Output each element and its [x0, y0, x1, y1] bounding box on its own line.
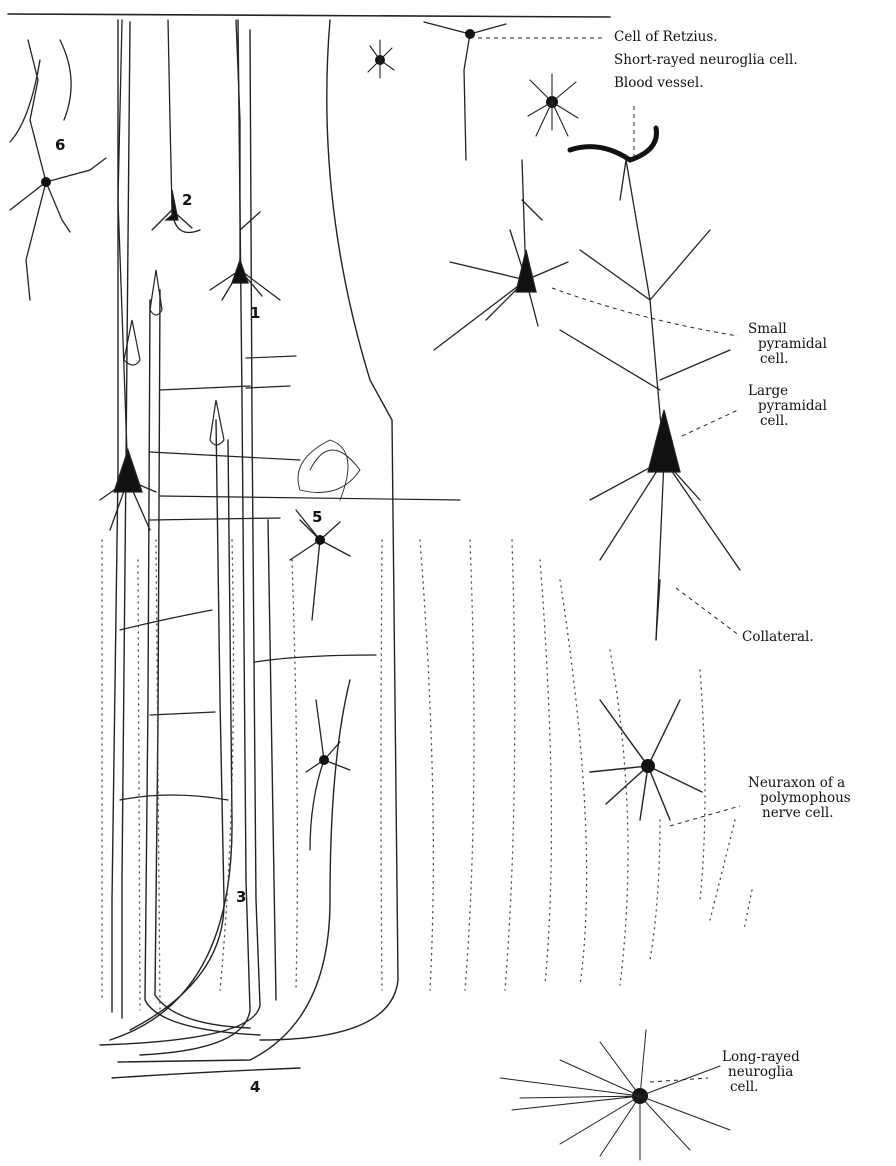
- label-long-rayed: Long-rayed neuroglia cell.: [722, 1050, 800, 1095]
- retzius-cell: [424, 22, 506, 160]
- label-collateral: Collateral.: [742, 630, 814, 645]
- leader-lines: [478, 38, 740, 1082]
- dotted-fibres: [102, 540, 752, 1010]
- short-rayed-neuroglia: [368, 40, 578, 136]
- label-neuraxon-line2: polymophous: [748, 791, 851, 806]
- label-number-2: 2: [182, 191, 192, 209]
- horizontal-collaterals: [120, 356, 460, 800]
- label-small-pyramidal-line3: cell.: [748, 352, 827, 367]
- vertical-fibres: [100, 20, 398, 1062]
- spindle-outlines: [124, 270, 224, 445]
- label-neuraxon-line3: nerve cell.: [748, 806, 851, 821]
- label-small-pyramidal-line2: pyramidal: [748, 337, 827, 352]
- long-rayed-neuroglia: [500, 1030, 730, 1160]
- label-small-pyramidal: Small pyramidal cell.: [748, 322, 827, 367]
- label-large-pyramidal: Large pyramidal cell.: [748, 384, 827, 429]
- label-number-3: 3: [236, 888, 246, 906]
- label-number-5: 5: [312, 508, 322, 526]
- cell-6: [10, 40, 106, 300]
- label-blood-vessel: Blood vessel.: [614, 76, 704, 91]
- cell-2: [152, 20, 200, 233]
- cell-5: [290, 440, 360, 620]
- label-number-4: 4: [250, 1078, 260, 1096]
- label-small-pyramidal-line1: Small: [748, 322, 827, 337]
- label-long-rayed-line2: neuroglia: [722, 1065, 800, 1080]
- label-short-rayed: Short-rayed neuroglia cell.: [614, 53, 798, 68]
- cell-1: [210, 20, 280, 300]
- polymorphous-cell: [590, 700, 702, 820]
- label-neuraxon-line1: Neuraxon of a: [748, 776, 851, 791]
- label-large-pyramidal-line3: cell.: [748, 414, 827, 429]
- fibre-4: [112, 1068, 300, 1078]
- label-long-rayed-line1: Long-rayed: [722, 1050, 800, 1065]
- label-number-6: 6: [55, 136, 65, 154]
- cortex-surface-line: [8, 14, 610, 17]
- label-number-1: 1: [250, 304, 260, 322]
- large-pyramidal-cell: [560, 160, 740, 640]
- label-long-rayed-line3: cell.: [722, 1080, 800, 1095]
- label-large-pyramidal-line2: pyramidal: [748, 399, 827, 414]
- blood-vessel: [570, 128, 656, 160]
- label-retzius: Cell of Retzius.: [614, 30, 718, 45]
- middle-lower-cell: [306, 700, 350, 850]
- label-neuraxon: Neuraxon of a polymophous nerve cell.: [748, 776, 851, 821]
- small-pyramidal-cell: [434, 160, 568, 350]
- label-large-pyramidal-line1: Large: [748, 384, 827, 399]
